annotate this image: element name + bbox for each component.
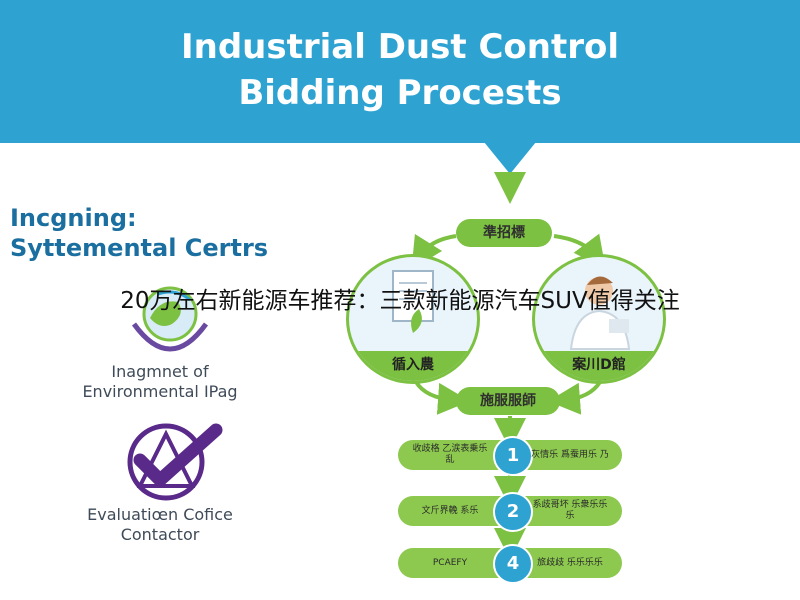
eco-globe-icon xyxy=(131,286,209,352)
flow-connectors xyxy=(411,172,606,560)
header-banner xyxy=(0,0,800,143)
overlay-caption: 20万左右新能源车推荐：三款新能源汽车SUV值得关注 xyxy=(120,288,680,314)
title-line-1: Industrial Dust Control xyxy=(180,27,620,67)
arrow-top-left-curve xyxy=(411,233,457,270)
checkmark-triangle-icon xyxy=(127,423,223,501)
left-heading-line-2: Syttemental Certrs xyxy=(10,234,269,262)
step-row: 收歧格 乙涙表乗乐乱 1 灰情乐 爲蚕用乐 乃 xyxy=(398,436,622,476)
arrow-right-to-mid-curve xyxy=(548,380,602,415)
page-title: Industrial Dust Control Bidding Procests xyxy=(0,24,800,116)
left-stage-circle: 循入農 xyxy=(346,254,480,384)
document-icon xyxy=(392,270,434,333)
step-right-text: 灰情乐 爲蚕用乐 乃 xyxy=(531,449,609,460)
step-right-text: 系歧哥坏 乐衆乐乐乐 xyxy=(532,500,608,521)
middle-stage-pill: 施服服師 xyxy=(456,387,560,415)
step-left-text: 收歧格 乙涙表乗乐乱 xyxy=(412,444,488,465)
banner-down-arrow-icon xyxy=(484,142,536,174)
person-icon xyxy=(569,276,631,350)
arrow-left-to-mid-curve xyxy=(414,380,470,415)
step-number-badge: 1 xyxy=(493,436,533,476)
step-number-badge: 2 xyxy=(493,492,533,532)
left-heading: Incgning: Syttemental Certrs xyxy=(10,203,310,263)
arrow-top-right-curve xyxy=(553,233,606,269)
left-stage-label: 循入農 xyxy=(349,351,477,381)
evaluation-caption-line-1: Evaluatiœn Cofice xyxy=(87,505,233,524)
impact-caption-line-1: Inagmnet of xyxy=(111,362,209,381)
step-row: 文斤界輓 系乐 2 系歧哥坏 乐衆乐乐乐 xyxy=(398,492,622,532)
step-right-text: 旅歧歧 乐乐乐乐 xyxy=(537,557,603,568)
step-number-badge: 4 xyxy=(493,544,533,584)
step-left-text: 文斤界輓 系乐 xyxy=(421,505,479,516)
step-left-text: PCAEFY xyxy=(432,557,468,568)
right-stage-circle: 案川D館 xyxy=(532,254,666,384)
step-row: PCAEFY 4 旅歧歧 乐乐乐乐 xyxy=(398,544,622,584)
evaluation-caption-line-2: Contactor xyxy=(120,525,200,544)
top-stage-pill: 準招標 xyxy=(456,219,552,247)
evaluation-caption: Evaluatiœn Cofice Contactor xyxy=(50,505,270,545)
impact-caption: Inagmnet of Environmental IPag xyxy=(40,362,280,402)
left-heading-line-1: Incgning: xyxy=(10,204,137,232)
title-line-2: Bidding Procests xyxy=(238,73,562,113)
impact-caption-line-2: Environmental IPag xyxy=(82,382,238,401)
right-stage-label: 案川D館 xyxy=(535,351,663,381)
